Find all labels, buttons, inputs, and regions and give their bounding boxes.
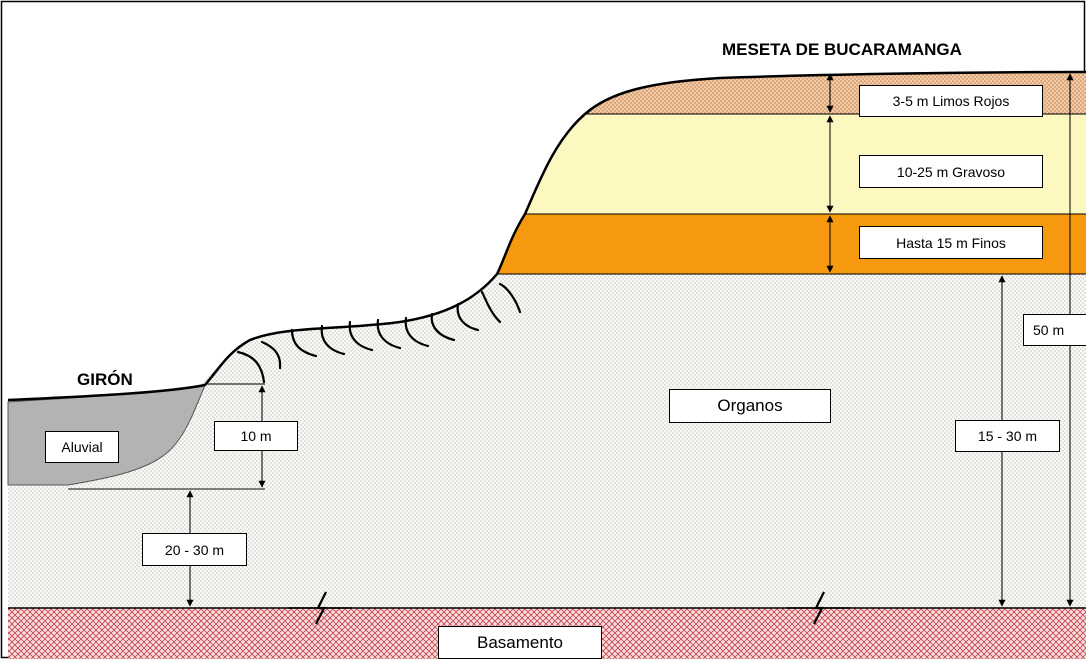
fault-symbol-left bbox=[288, 591, 352, 625]
label-basamento: Basamento bbox=[438, 626, 602, 659]
label-aluvial: Aluvial bbox=[45, 431, 119, 463]
organos-layer bbox=[8, 274, 1086, 608]
slope-hachures bbox=[236, 282, 522, 384]
label-gravoso: 10-25 m Gravoso bbox=[859, 155, 1043, 188]
label-20-30m: 20 - 30 m bbox=[142, 533, 247, 566]
label-15-30m: 15 - 30 m bbox=[955, 420, 1060, 452]
label-limos-rojos: 3-5 m Limos Rojos bbox=[859, 85, 1043, 117]
gravoso-layer bbox=[525, 114, 1086, 214]
giron-title: GIRÓN bbox=[77, 370, 133, 389]
label-finos: Hasta 15 m Finos bbox=[859, 226, 1043, 259]
label-10m: 10 m bbox=[214, 421, 298, 451]
label-50m: 50 m bbox=[1023, 314, 1086, 346]
fault-symbol-right bbox=[786, 591, 850, 625]
label-organos: Organos bbox=[669, 389, 831, 423]
meseta-title: MESETA DE BUCARAMANGA bbox=[722, 40, 962, 59]
ground-surface bbox=[7, 70, 1086, 402]
